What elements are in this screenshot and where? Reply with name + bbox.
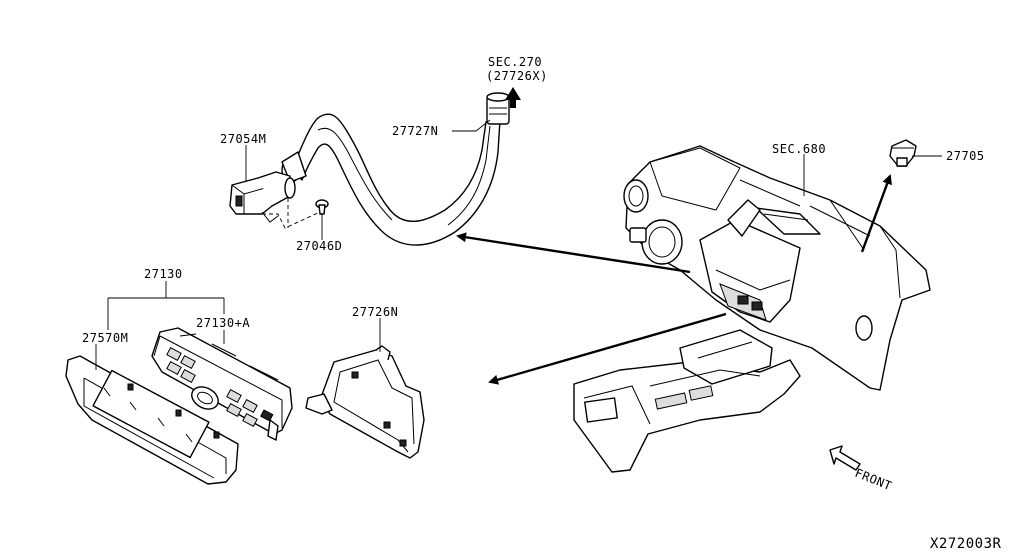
label-bracket: 27726N	[352, 305, 398, 319]
label-control-assy: 27130	[144, 267, 183, 281]
label-front: FRONT	[853, 466, 894, 493]
diagram-code: X272003R	[930, 536, 1002, 552]
arrow-to-parts	[488, 312, 727, 385]
label-sec680: SEC.680	[772, 142, 826, 156]
label-actuator: 27054M	[220, 132, 266, 146]
screw	[315, 199, 329, 215]
label-control-sub: 27130+A	[196, 316, 250, 330]
label-screw: 27046D	[296, 239, 342, 253]
sec270-arrow	[505, 87, 521, 108]
sensor	[889, 139, 917, 167]
arrow-to-sensor	[860, 174, 892, 253]
control-unit	[151, 327, 293, 441]
label-sec270-ref: (27726X)	[486, 69, 548, 83]
actuator	[229, 171, 296, 223]
bracket	[305, 345, 425, 459]
label-hose: 27727N	[392, 124, 438, 138]
label-finisher: 27570M	[82, 331, 128, 345]
label-sec270: SEC.270	[488, 55, 542, 69]
aspirator-hose	[281, 92, 510, 246]
dashboard	[623, 145, 931, 391]
label-sensor: 27705	[946, 149, 985, 163]
finisher-panel	[65, 355, 239, 485]
center-console	[573, 329, 801, 473]
leader-lines	[95, 119, 942, 370]
arrow-to-hose	[456, 232, 691, 274]
front-arrow	[829, 445, 861, 471]
